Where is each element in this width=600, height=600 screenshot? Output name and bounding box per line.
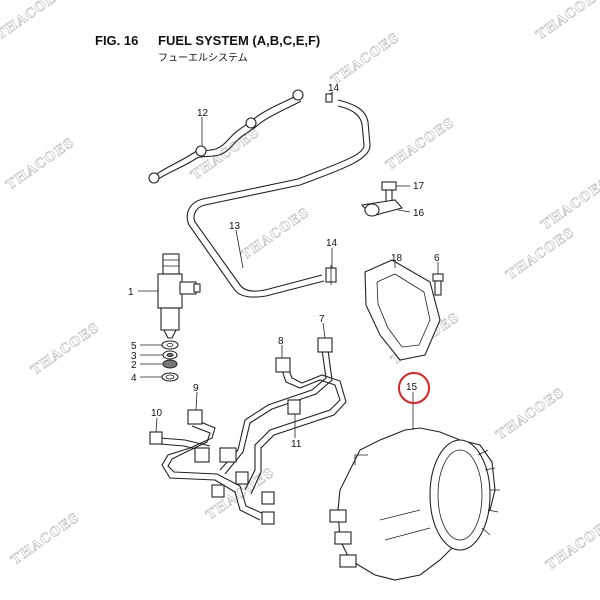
callout-8: 8	[278, 336, 284, 347]
injection-pipes	[149, 337, 347, 525]
watermark: THACOES	[29, 320, 103, 378]
callout-17: 17	[413, 181, 425, 192]
part-14-clip-lower	[325, 265, 337, 285]
part-16-bracket	[360, 199, 403, 217]
watermark: THACOES	[504, 225, 578, 283]
callout-18: 18	[391, 253, 403, 264]
part-14-fitting-top	[325, 93, 333, 103]
part-1-injector	[157, 253, 201, 339]
callout-14-top: 14	[328, 83, 340, 94]
part-13-return-hose	[186, 99, 371, 298]
part-2-seal	[162, 359, 178, 369]
callout-labels: 1 2 3 4 5 6 7 8 9 10 11 12 13 14 14 15 1…	[128, 83, 440, 450]
callout-4: 4	[131, 373, 137, 384]
part-5-washer	[161, 340, 179, 350]
part-18-gasket	[364, 259, 441, 361]
figure-subtitle: フューエルシステム	[158, 53, 248, 64]
callout-1: 1	[128, 287, 134, 298]
leader-lines	[138, 91, 439, 438]
watermark: THACOES	[329, 30, 403, 88]
watermark: THACOES	[239, 205, 313, 263]
callout-2: 2	[131, 360, 137, 371]
part-17-bolt	[381, 181, 397, 203]
callout-6: 6	[434, 253, 440, 264]
callout-13: 13	[229, 221, 241, 232]
part-15-injection-pump	[329, 427, 500, 581]
watermark: THACOES	[539, 175, 600, 233]
callout-12: 12	[197, 108, 209, 119]
highlight-circle-15	[398, 372, 430, 404]
part-3-seal	[162, 350, 178, 360]
part-4-washer	[161, 372, 179, 382]
watermark: THACOES	[534, 0, 600, 43]
callout-7: 7	[319, 314, 325, 325]
callout-10: 10	[151, 408, 163, 419]
callout-11: 11	[291, 439, 302, 450]
watermark: THACOES	[9, 510, 83, 568]
figure-number: FIG. 16	[95, 33, 139, 48]
callout-3: 3	[131, 351, 137, 362]
callout-5: 5	[131, 341, 137, 352]
watermark: THACOES	[494, 385, 568, 443]
watermark: THACOES	[4, 135, 78, 193]
part-6-bolt	[432, 273, 444, 296]
watermark-layer: THACOES THACOES THACOES THACOES THACOES …	[0, 0, 600, 574]
watermark: THACOES	[0, 0, 68, 43]
callout-15: 15	[406, 382, 418, 393]
watermark: THACOES	[384, 115, 458, 173]
part-12-leak-off-pipe	[148, 89, 304, 184]
callout-9: 9	[193, 383, 199, 394]
figure-title: FUEL SYSTEM (A,B,C,E,F)	[158, 33, 321, 48]
watermark: THACOES	[544, 515, 600, 573]
callout-14-lower: 14	[326, 238, 338, 249]
callout-16: 16	[413, 208, 425, 219]
